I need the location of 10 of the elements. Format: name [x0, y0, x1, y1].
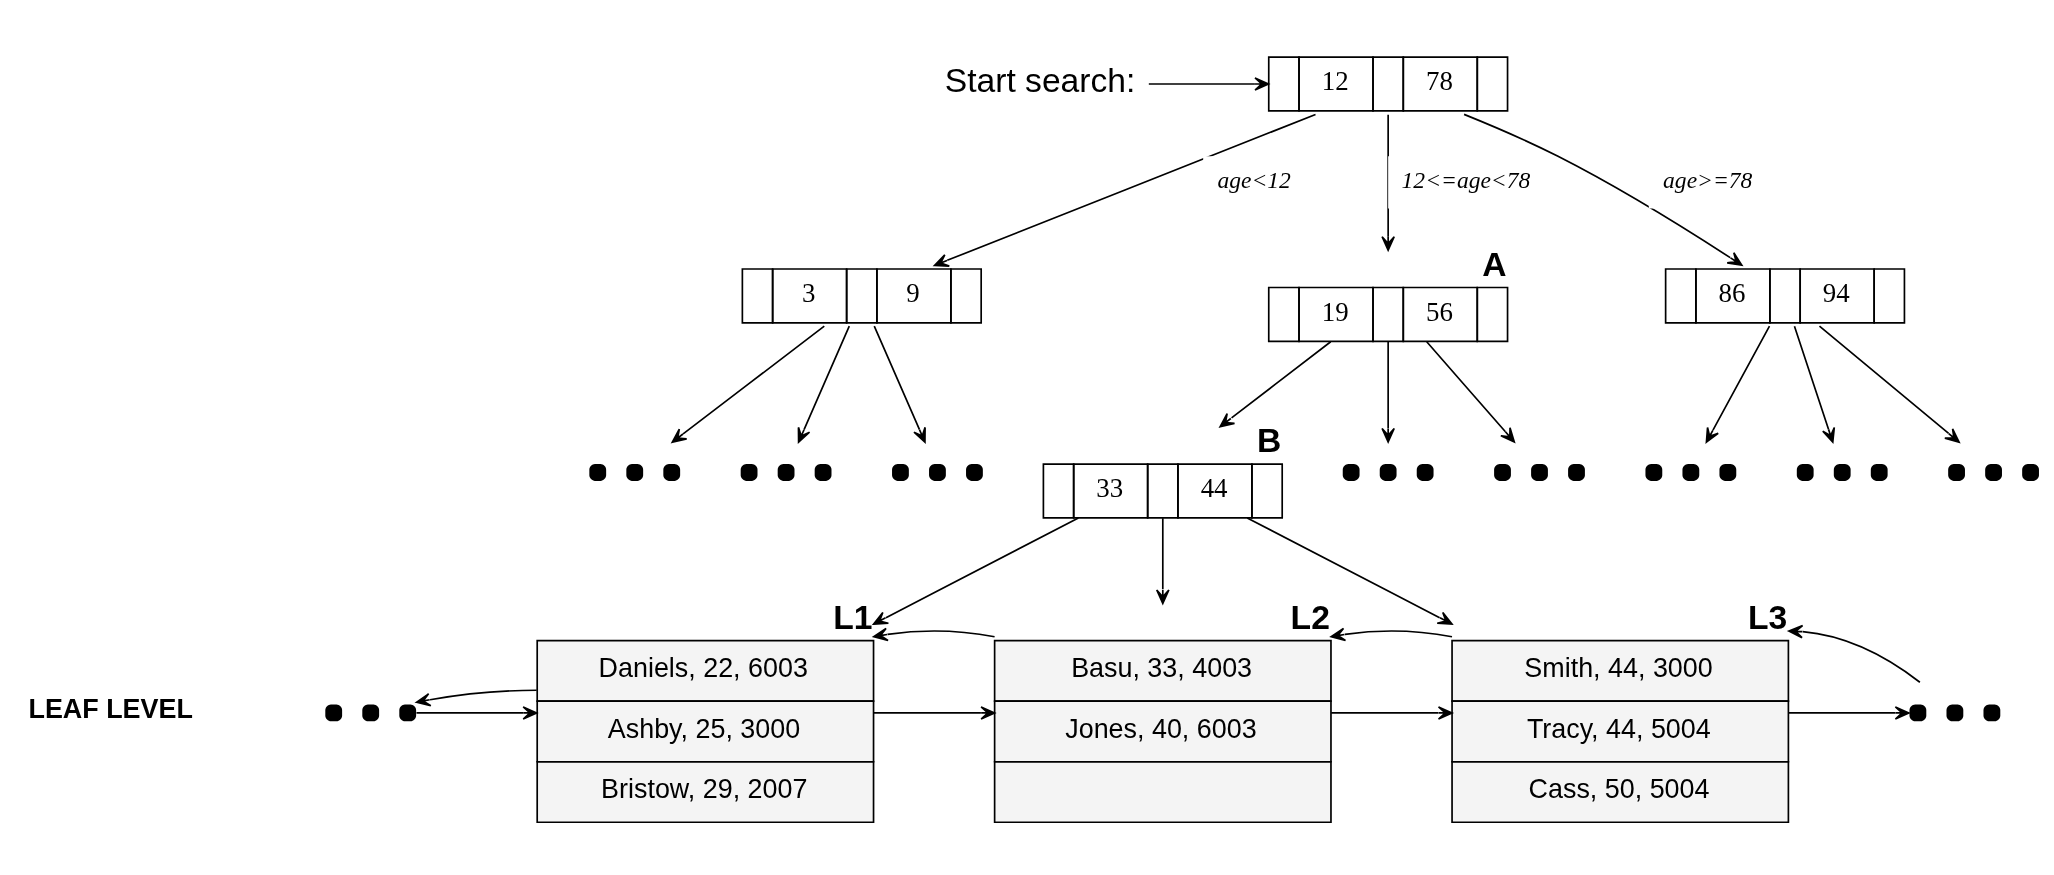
node-text: Start search: [944, 61, 1136, 99]
node-label: L3 [1748, 598, 1788, 636]
node-label: A [1482, 245, 1507, 283]
node-label: B [1256, 421, 1282, 459]
edge-label: age<12 [1217, 166, 1291, 193]
node-label: L1 [833, 598, 873, 636]
edge-label: 12<=age<78 [1401, 166, 1531, 193]
edge-label: age>=78 [1663, 166, 1753, 193]
node-label: L2 [1290, 598, 1330, 636]
label: LEAF LEVEL [28, 693, 193, 724]
